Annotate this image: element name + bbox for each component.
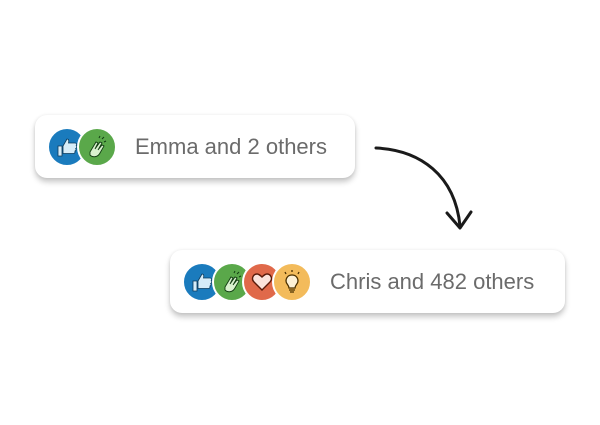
insightful-icon [272, 261, 312, 302]
reactions-summary-before[interactable]: Emma and 2 others [35, 115, 355, 178]
reactions-summary-text: Chris and 482 others [330, 268, 535, 294]
reaction-icons [47, 126, 117, 167]
reactions-summary-after[interactable]: Chris and 482 others [170, 250, 565, 313]
reactions-summary-text: Emma and 2 others [135, 133, 327, 159]
reaction-icons [182, 261, 312, 302]
clap-icon [77, 126, 117, 167]
